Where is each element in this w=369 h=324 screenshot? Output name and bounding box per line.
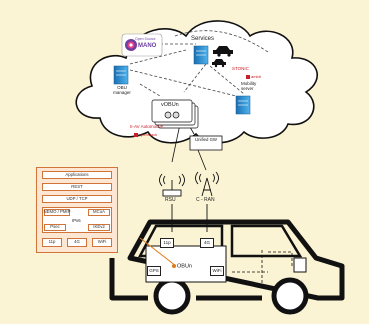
vehicle-wifi-box: WiFi — [210, 266, 224, 276]
cloud-dashed-links — [129, 30, 269, 97]
mano-logo-top-label: Open Source — [135, 37, 156, 41]
stonic-brand-label: ambit — [251, 74, 261, 80]
ii-av-label: II-AV Automotive — [130, 124, 164, 129]
cran-label: C - RAN — [196, 197, 215, 203]
stack-mcoa: MCoA — [88, 209, 110, 216]
service-cars-icon — [212, 46, 233, 68]
stack-nemo-pmip: NEMO / PMIP — [43, 209, 71, 216]
obu-manager-label: OBU manager — [113, 85, 131, 95]
vehicle-4g-box: 4G — [200, 238, 214, 248]
services-server-icon — [193, 45, 209, 65]
stonic-logo-icon — [246, 75, 250, 79]
stack-rest: REST — [42, 183, 112, 191]
stack-link-line — [139, 237, 177, 267]
vehicle-dashed-links — [232, 250, 293, 290]
rsu-label: RSU — [165, 197, 176, 203]
stack-applications: Applications — [42, 171, 112, 179]
stack-11p: 11p — [42, 238, 62, 247]
openstack-badge: openstack — [134, 133, 157, 137]
obun-board — [145, 245, 227, 283]
stack-4g: 4G — [67, 238, 87, 247]
rsu-antenna-icon — [159, 173, 185, 232]
cran-tower-icon — [195, 171, 219, 232]
obun-label: OBUn — [172, 264, 192, 270]
vehicle-11p-box: 11p — [160, 238, 174, 248]
vobun-stack-icon — [151, 99, 199, 129]
services-label: Services — [191, 36, 215, 42]
vehicle-outline — [109, 219, 345, 301]
stack-udp-tcp: UDP / TCP — [42, 195, 112, 203]
mobility-server-icon — [235, 95, 251, 115]
stack-wifi: WiFi — [92, 238, 112, 247]
vehicle-headlight — [293, 257, 307, 273]
stack-ikev2: IKEv2 — [88, 224, 110, 231]
unified-gw-box — [189, 135, 223, 151]
stonic-brand-badge: ambit — [246, 75, 261, 79]
stack-psec: Psec — [44, 224, 66, 231]
vehicle-gps-box: GPS — [147, 266, 161, 276]
vobun-label: vOBUn — [161, 102, 179, 108]
mano-logo-icon — [121, 33, 163, 57]
openstack-logo-icon — [134, 133, 138, 137]
obun-label-text: OBUn — [177, 263, 192, 270]
mobility-server-label: Mobility server — [241, 81, 257, 91]
obun-dot-icon — [172, 264, 176, 268]
mano-logo-label: MANO — [138, 43, 157, 49]
obu-manager-server-icon — [113, 65, 129, 85]
stonic-label: STONIC — [232, 66, 249, 71]
stack-ipv6: IPv6 — [72, 218, 81, 223]
unified-gw-label: Unified GW — [195, 137, 217, 142]
openstack-label: openstack — [139, 132, 158, 138]
